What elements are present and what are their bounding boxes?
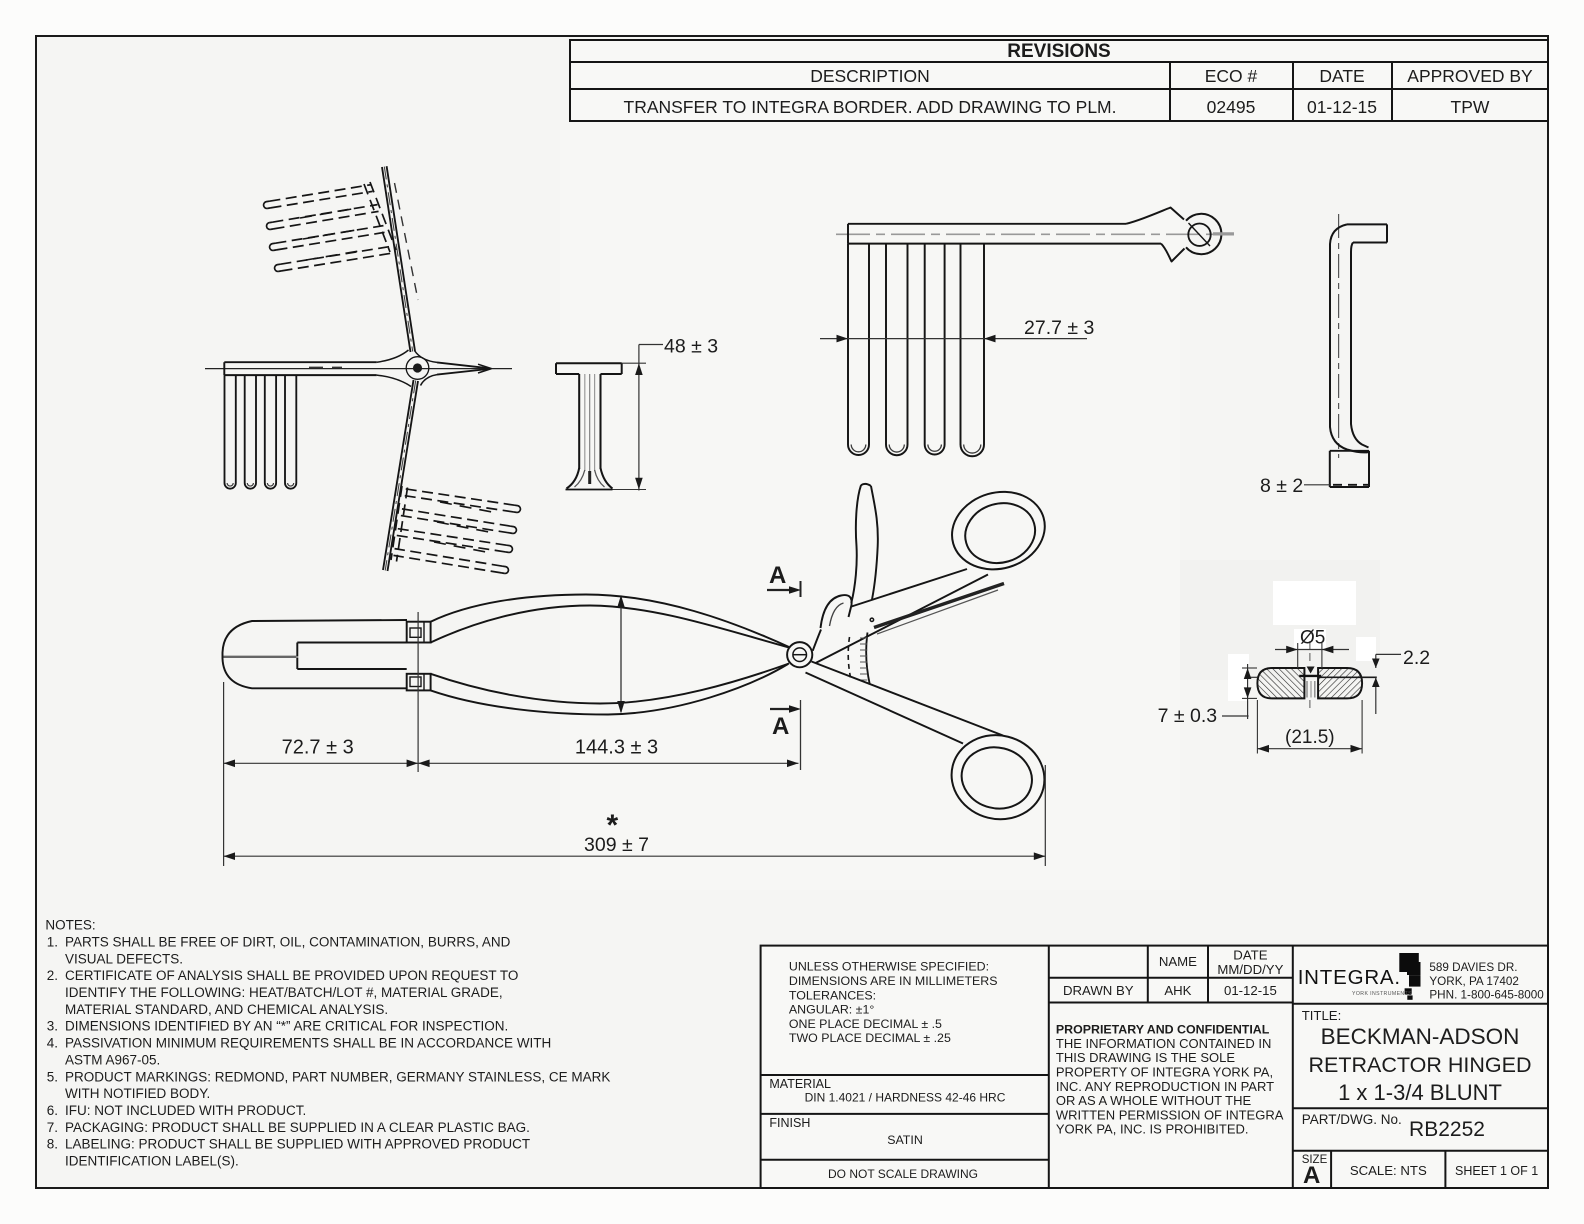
svg-text:2.: 2. (47, 968, 58, 983)
svg-text:A: A (769, 562, 786, 589)
svg-text:AHK: AHK (1164, 983, 1191, 998)
svg-text:TPW: TPW (1451, 97, 1490, 117)
svg-text:MATERIAL: MATERIAL (769, 1077, 831, 1091)
svg-text:SIZE: SIZE (1302, 1154, 1328, 1166)
svg-text:ECO #: ECO # (1205, 66, 1258, 86)
svg-text:PROPRIETARY AND CONFIDENTIAL: PROPRIETARY AND CONFIDENTIAL (1056, 1023, 1270, 1037)
svg-text:DIMENSIONS ARE IN MILLIMETERS: DIMENSIONS ARE IN MILLIMETERS (789, 974, 998, 988)
svg-text:27.7 ± 3: 27.7 ± 3 (1024, 317, 1094, 339)
svg-text:144.3 ± 3: 144.3 ± 3 (575, 737, 658, 759)
svg-text:PASSIVATION MINIMUM REQUIREMEN: PASSIVATION MINIMUM REQUIREMENTS SHALL B… (65, 1036, 551, 1051)
svg-text:*: * (607, 809, 619, 842)
svg-text:2.2: 2.2 (1403, 647, 1430, 669)
svg-text:SCALE: NTS: SCALE: NTS (1350, 1163, 1427, 1178)
svg-text:4.: 4. (47, 1036, 58, 1051)
svg-text:A: A (1303, 1162, 1320, 1189)
svg-text:IDENTIFY THE FOLLOWING: HEAT/B: IDENTIFY THE FOLLOWING: HEAT/BATCH/LOT #… (65, 985, 503, 1000)
svg-text:MM/DD/YY: MM/DD/YY (1217, 962, 1283, 977)
svg-text:YORK INSTRUMENTS: YORK INSTRUMENTS (1352, 991, 1412, 997)
svg-text:7.: 7. (47, 1120, 58, 1135)
svg-text:OR AS A WHOLE WITHOUT THE: OR AS A WHOLE WITHOUT THE (1056, 1093, 1252, 1108)
svg-text:1 x 1-3/4 BLUNT: 1 x 1-3/4 BLUNT (1338, 1080, 1502, 1105)
svg-text:(21.5): (21.5) (1285, 727, 1335, 748)
svg-text:RB2252: RB2252 (1409, 1118, 1485, 1141)
svg-text:BECKMAN-ADSON: BECKMAN-ADSON (1321, 1024, 1520, 1049)
svg-text:PART/DWG. No.: PART/DWG. No. (1302, 1112, 1402, 1127)
svg-text:PACKAGING: PRODUCT SHALL BE S: PACKAGING: PRODUCT SHALL BE SUPPLIED IN … (65, 1120, 530, 1135)
svg-text:PROPERTY OF INTEGRA YORK PA,: PROPERTY OF INTEGRA YORK PA, (1056, 1065, 1273, 1080)
svg-text:TITLE:: TITLE: (1302, 1008, 1342, 1023)
svg-text:7 ± 0.3: 7 ± 0.3 (1158, 705, 1218, 727)
svg-text:FINISH: FINISH (769, 1116, 810, 1130)
svg-text:3.: 3. (47, 1019, 58, 1034)
svg-text:IFU: NOT INCLUDED WITH PRODUCT: IFU: NOT INCLUDED WITH PRODUCT. (65, 1103, 306, 1118)
svg-text:PARTS SHALL BE FREE OF DIRT, O: PARTS SHALL BE FREE OF DIRT, OIL, CONTAM… (65, 934, 511, 949)
svg-text:589 DAVIES DR.: 589 DAVIES DR. (1429, 961, 1517, 974)
svg-text:DIMENSIONS IDENTIFIED BY AN “*: DIMENSIONS IDENTIFIED BY AN “*” ARE CRIT… (65, 1019, 508, 1034)
svg-text:DRAWN BY: DRAWN BY (1063, 983, 1134, 998)
svg-text:PRODUCT MARKINGS: REDMOND, PAR: PRODUCT MARKINGS: REDMOND, PART NUMBER, … (65, 1069, 610, 1084)
svg-text:IDENTIFICATION LABEL(S).: IDENTIFICATION LABEL(S). (65, 1154, 239, 1169)
svg-text:ASTM A967-05.: ASTM A967-05. (65, 1052, 160, 1067)
svg-text:TOLERANCES:: TOLERANCES: (789, 988, 876, 1002)
svg-text:MATERIAL STANDARD, AND CHEMICA: MATERIAL STANDARD, AND CHEMICAL ANALYSIS… (65, 1002, 388, 1017)
svg-text:SATIN: SATIN (887, 1133, 923, 1147)
svg-text:WRITTEN PERMISSION OF INTEGRA: WRITTEN PERMISSION OF INTEGRA (1056, 1107, 1284, 1122)
svg-text:YORK PA, INC. IS PROHIBITED.: YORK PA, INC. IS PROHIBITED. (1056, 1122, 1249, 1137)
svg-text:THIS DRAWING IS THE SOLE: THIS DRAWING IS THE SOLE (1056, 1050, 1235, 1065)
svg-text:ANGULAR: ±1°: ANGULAR: ±1° (789, 1003, 874, 1017)
svg-text:NOTES:: NOTES: (45, 918, 95, 933)
svg-text:DATE: DATE (1233, 948, 1267, 963)
svg-text:A: A (772, 713, 789, 740)
svg-text:REVISIONS: REVISIONS (1007, 41, 1110, 62)
svg-text:Ø5: Ø5 (1300, 628, 1325, 649)
svg-text:RETRACTOR HINGED: RETRACTOR HINGED (1309, 1053, 1532, 1077)
svg-text:INC. ANY REPRODUCTION IN PART: INC. ANY REPRODUCTION IN PART (1056, 1079, 1274, 1094)
svg-text:TWO PLACE DECIMAL ± .25: TWO PLACE DECIMAL ± .25 (789, 1031, 951, 1045)
svg-text:INTEGRA.: INTEGRA. (1298, 966, 1401, 989)
svg-text:APPROVED BY: APPROVED BY (1407, 66, 1533, 86)
svg-text:01-12-15: 01-12-15 (1224, 983, 1277, 998)
svg-text:48 ± 3: 48 ± 3 (664, 336, 718, 358)
svg-text:PHN. 1-800-645-8000: PHN. 1-800-645-8000 (1429, 989, 1544, 1002)
svg-text:WITH NOTIFIED BODY.: WITH NOTIFIED BODY. (65, 1086, 210, 1101)
svg-text:NAME: NAME (1159, 954, 1197, 969)
svg-text:YORK, PA 17402: YORK, PA 17402 (1429, 975, 1518, 988)
svg-text:THE INFORMATION CONTAINED IN: THE INFORMATION CONTAINED IN (1056, 1036, 1271, 1051)
svg-text:8.: 8. (47, 1137, 58, 1152)
svg-text:02495: 02495 (1207, 97, 1256, 117)
svg-text:5.: 5. (47, 1069, 58, 1084)
svg-text:72.7 ± 3: 72.7 ± 3 (282, 737, 354, 759)
svg-text:309 ± 7: 309 ± 7 (584, 834, 649, 856)
svg-text:CERTIFICATE OF ANALYSIS SHALL: CERTIFICATE OF ANALYSIS SHALL BE PROVIDE… (65, 968, 518, 983)
svg-text:VISUAL DEFECTS.: VISUAL DEFECTS. (65, 951, 183, 966)
svg-text:01-12-15: 01-12-15 (1307, 97, 1377, 117)
svg-text:DIN 1.4021 / HARDNESS 42-46 HR: DIN 1.4021 / HARDNESS 42-46 HRC (805, 1091, 1006, 1105)
svg-text:8 ± 2: 8 ± 2 (1260, 475, 1303, 497)
svg-text:DO NOT SCALE DRAWING: DO NOT SCALE DRAWING (828, 1167, 978, 1181)
svg-text:LABELING: PRODUCT SHALL BE SUP: LABELING: PRODUCT SHALL BE SUPPLIED WITH… (65, 1137, 530, 1152)
svg-text:DATE: DATE (1319, 66, 1364, 86)
svg-text:SHEET 1 OF 1: SHEET 1 OF 1 (1455, 1164, 1538, 1178)
svg-text:6.: 6. (47, 1103, 58, 1118)
svg-text:1.: 1. (47, 934, 58, 949)
svg-text:TRANSFER TO INTEGRA BORDER. AD: TRANSFER TO INTEGRA BORDER. ADD DRAWING … (624, 97, 1117, 117)
svg-text:UNLESS OTHERWISE SPECIFIED:: UNLESS OTHERWISE SPECIFIED: (789, 960, 989, 974)
svg-text:DESCRIPTION: DESCRIPTION (810, 66, 930, 86)
svg-text:ONE PLACE DECIMAL ± .5: ONE PLACE DECIMAL ± .5 (789, 1017, 942, 1031)
